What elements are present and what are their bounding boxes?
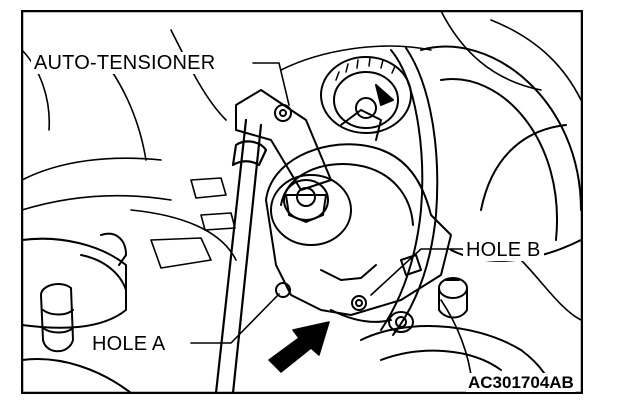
tensioner-bracket [235, 89, 382, 191]
auto-tensioner-label: AUTO-TENSIONER [31, 52, 219, 74]
left-component [21, 232, 132, 394]
figure-code: AC301704AB [466, 373, 576, 392]
pry-bar [214, 118, 268, 394]
diagram-frame: AUTO-TENSIONER HOLE B HOLE A AC301704AB [21, 10, 583, 394]
auto-tensioner-body [265, 143, 452, 316]
hole-b-label: HOLE B [463, 239, 544, 261]
hole-a-marker [275, 282, 291, 298]
drive-belt [380, 47, 439, 336]
frame-border [21, 10, 583, 394]
leader-lines [190, 62, 464, 344]
hole-a-label: HOLE A [89, 333, 169, 355]
holes [275, 282, 367, 311]
rotation-arrow-icon [268, 321, 330, 373]
auto-tensioner-illustration [21, 10, 583, 394]
engine-background-lines [21, 10, 582, 394]
hole-b-marker [351, 295, 367, 311]
tensioner-gauge [320, 56, 412, 134]
